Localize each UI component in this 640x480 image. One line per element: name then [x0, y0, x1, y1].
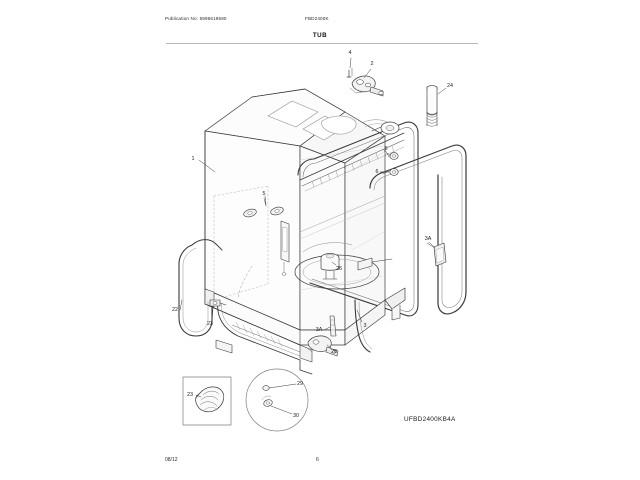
callout-6: 6	[376, 169, 379, 175]
footer-date: 08/12	[165, 457, 178, 463]
callout-1: 1	[192, 156, 195, 162]
publication-number: Publication No: 5995619680	[165, 16, 227, 21]
footer-page-number: 6	[316, 457, 319, 463]
callout-23: 23	[207, 321, 213, 327]
callout-26: 26	[336, 266, 342, 272]
callout-5: 5	[385, 146, 388, 152]
callout-23-inset: 23	[187, 392, 193, 398]
callout-5-left: 5	[263, 191, 266, 197]
callout-22: 22	[172, 307, 178, 313]
page-title: TUB	[312, 32, 328, 39]
callout-4: 4	[349, 50, 352, 56]
callout-3a-right: 3A	[425, 236, 432, 242]
callout-28: 28	[331, 349, 337, 355]
callout-29: 29	[297, 381, 303, 387]
model-number: FBD2400K	[305, 16, 329, 21]
callout-3a-bottom: 3A	[316, 327, 323, 333]
part-code-label: UFBD2400KB4A	[404, 416, 456, 423]
callout-24: 24	[447, 83, 453, 89]
callout-3: 3	[364, 323, 367, 329]
title-divider	[166, 43, 478, 44]
callout-2: 2	[371, 61, 374, 67]
callout-30: 30	[293, 413, 299, 419]
callout-labels: 1 2 4 24 5 6 5 26 3A 3A 3 28 22 23 23 29…	[172, 50, 453, 419]
